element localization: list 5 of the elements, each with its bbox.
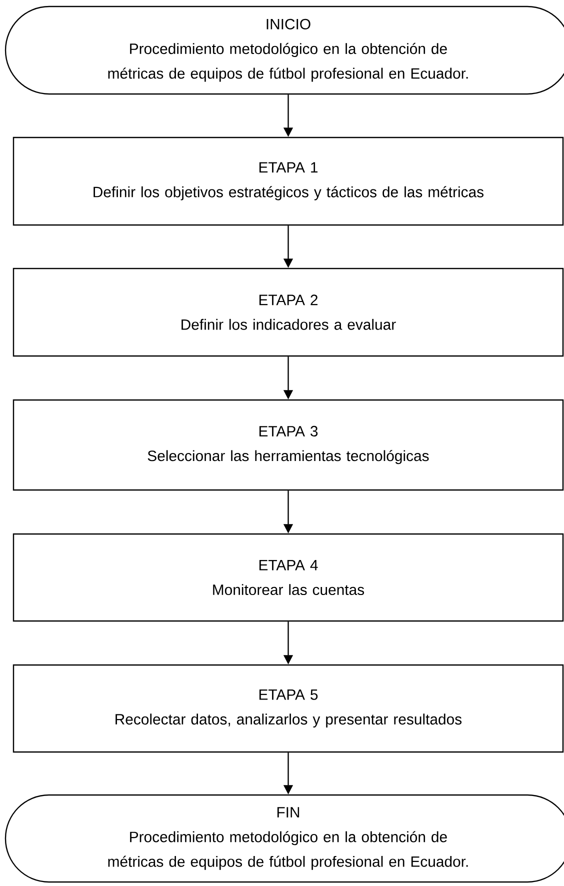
process-box: ETAPA 1 Definir los objetivos estratégicos y tácticos de las métricas <box>12 136 564 226</box>
process-box: ETAPA 3 Seleccionar las herramientas tecnológicas <box>12 399 564 491</box>
process-box: ETAPA 5 Recolectar datos, analizarlos y presentar resultados <box>12 664 564 753</box>
process-box: ETAPA 4 Monitorear las cuentas <box>12 533 564 622</box>
process-box: ETAPA 2 Definir los indicadores a evaluar <box>12 268 564 357</box>
